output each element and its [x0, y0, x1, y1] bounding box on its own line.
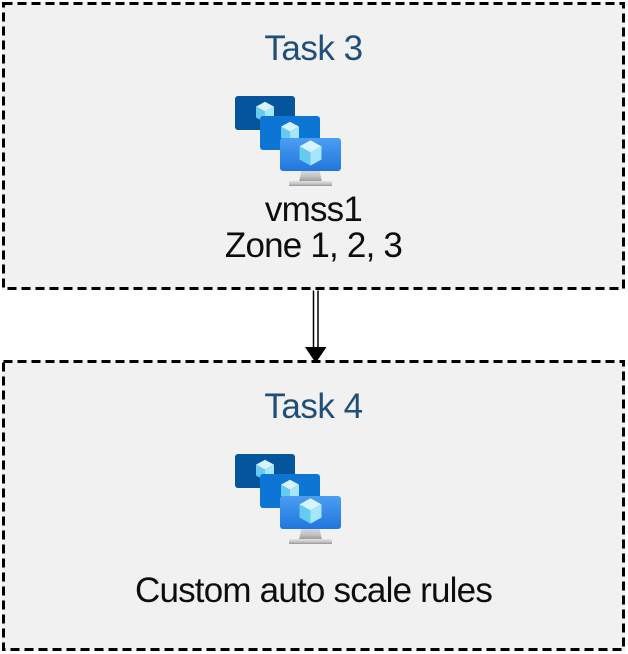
zones-label: Zone 1, 2, 3 [224, 226, 403, 265]
task4-title: Task 4 [264, 387, 363, 426]
task4-caption: Custom auto scale rules [134, 569, 493, 613]
vm-scale-set-icon [235, 96, 341, 187]
autoscale-rules-label: Custom auto scale rules [134, 571, 493, 610]
vm-scale-set-icon [235, 454, 341, 545]
task3-box: Task 3 vmss1 Zone 1, 2, 3 [2, 2, 625, 290]
task3-title: Task 3 [264, 29, 363, 68]
task4-box: Task 4 Custom auto scale rules [2, 360, 625, 651]
task3-caption: vmss1 Zone 1, 2, 3 [224, 190, 403, 265]
down-arrow-icon [305, 290, 327, 363]
vmss-name-label: vmss1 [264, 190, 363, 229]
